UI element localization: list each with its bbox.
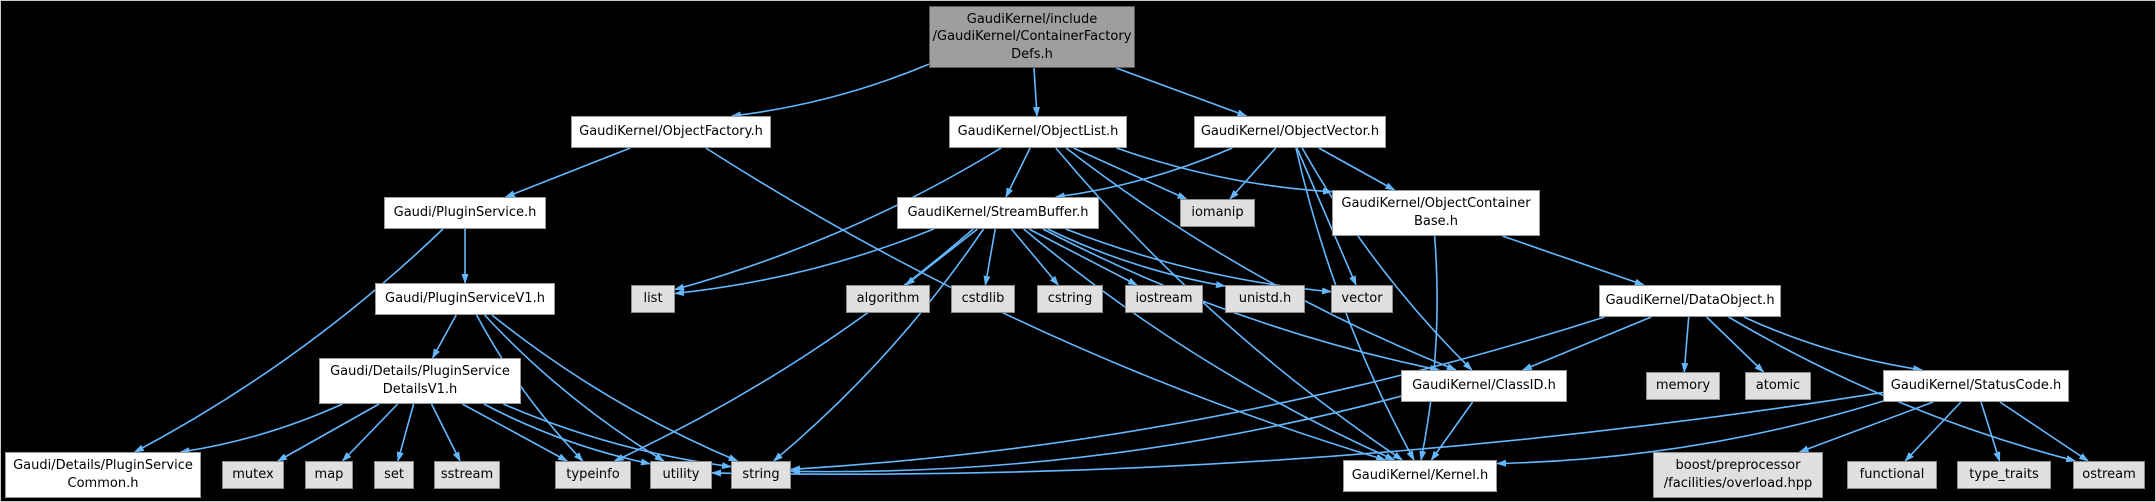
edge-plugin-service-v1-to-string — [491, 314, 739, 462]
edge-status-code-to-kernel — [1496, 400, 1884, 467]
edge-details-v1-to-typeinfo — [461, 403, 569, 462]
edge-details-v1-to-mutex — [277, 403, 380, 462]
edge-details-v1-to-common-h — [179, 403, 343, 455]
edge-data-object-to-memory — [1681, 316, 1690, 373]
edge-object-factory-to-plugin-service — [504, 147, 631, 198]
node-cstdlib: cstdlib — [951, 285, 1015, 313]
edge-data-object-to-status-code — [1743, 316, 1924, 373]
node-common-h[interactable]: Gaudi/Details/PluginService Common.h — [5, 452, 201, 498]
edge-plugin-service-to-common-h — [133, 228, 444, 453]
node-iomanip: iomanip — [1180, 199, 1255, 227]
edge-object-list-to-object-container-base — [1116, 147, 1333, 195]
edge-object-list-to-list — [674, 147, 1002, 291]
edge-object-list-to-iomanip — [1073, 147, 1188, 200]
node-utility: utility — [650, 461, 712, 489]
edge-stream-buffer-to-unistd-h — [1047, 228, 1226, 289]
edge-stream-buffer-to-typeinfo — [613, 228, 974, 462]
node-object-vector[interactable]: GaudiKernel/ObjectVector.h — [1194, 116, 1386, 148]
node-stream-buffer[interactable]: GaudiKernel/StreamBuffer.h — [897, 197, 1099, 229]
node-memory: memory — [1646, 372, 1720, 400]
edge-object-list-to-kernel — [1055, 147, 1404, 461]
edge-class-id-to-string — [790, 395, 1402, 475]
node-details-v1[interactable]: Gaudi/Details/PluginService DetailsV1.h — [319, 358, 521, 404]
edge-object-vector-to-stream-buffer — [1054, 147, 1233, 200]
edge-object-vector-to-object-container-base — [1318, 147, 1396, 191]
edge-object-vector-to-vector — [1296, 147, 1357, 286]
node-iostream: iostream — [1125, 285, 1203, 313]
node-class-id[interactable]: GaudiKernel/ClassID.h — [1401, 370, 1567, 402]
edge-stream-buffer-to-string — [772, 228, 985, 462]
edge-object-factory-to-kernel — [705, 147, 1387, 461]
edge-status-code-to-type-traits — [1980, 401, 2001, 462]
edge-details-v1-to-utility — [483, 403, 651, 466]
node-kernel[interactable]: GaudiKernel/Kernel.h — [1343, 460, 1497, 492]
edge-details-v1-to-set — [396, 403, 415, 462]
node-list: list — [631, 285, 675, 313]
edge-stream-buffer-to-cstring — [1010, 228, 1059, 286]
node-string: string — [731, 461, 791, 489]
node-plugin-service[interactable]: Gaudi/PluginService.h — [384, 197, 546, 229]
edge-plugin-service-v1-to-utility — [484, 314, 665, 462]
edge-root-to-object-vector — [1115, 67, 1248, 117]
node-map: map — [305, 461, 353, 489]
edge-stream-buffer-to-iostream — [1028, 228, 1138, 286]
edge-object-list-to-class-id — [1065, 147, 1457, 371]
edge-data-object-to-class-id — [1521, 316, 1652, 371]
edge-object-container-base-to-kernel — [1419, 235, 1438, 461]
edge-data-object-to-string — [790, 316, 1605, 473]
node-sstream: sstream — [434, 461, 500, 489]
edge-class-id-to-kernel — [1430, 401, 1474, 461]
node-cstring: cstring — [1037, 285, 1103, 313]
edge-stream-buffer-to-kernel — [1023, 228, 1396, 461]
node-atomic: atomic — [1745, 372, 1811, 400]
edge-root-to-object-list — [1032, 67, 1040, 117]
node-root: GaudiKernel/include /GaudiKernel/Contain… — [929, 6, 1135, 68]
node-vector: vector — [1331, 285, 1393, 313]
edge-plugin-service-v1-to-details-v1 — [431, 314, 457, 359]
edge-stream-buffer-to-class-id — [1042, 228, 1441, 372]
node-object-list[interactable]: GaudiKernel/ObjectList.h — [949, 116, 1127, 148]
edge-details-v1-to-sstream — [430, 403, 461, 462]
edge-details-v1-to-map — [341, 403, 399, 462]
node-type-traits: type_traits — [1957, 461, 2051, 489]
edge-stream-buffer-to-list — [674, 228, 935, 297]
node-plugin-service-v1[interactable]: Gaudi/PluginServiceV1.h — [375, 283, 555, 315]
node-unistd-h: unistd.h — [1225, 285, 1305, 313]
edge-object-vector-to-iomanip — [1229, 147, 1277, 200]
node-ostream: ostream — [2073, 461, 2145, 489]
edge-stream-buffer-to-cstdlib — [983, 228, 996, 286]
node-mutex: mutex — [222, 461, 284, 489]
node-data-object[interactable]: GaudiKernel/DataObject.h — [1599, 285, 1781, 317]
edge-status-code-to-functional — [1904, 401, 1962, 462]
edge-status-code-to-boost-overload — [1798, 401, 1934, 453]
edge-root-to-object-factory — [730, 63, 930, 119]
edge-status-code-to-ostream — [1999, 401, 2089, 462]
node-typeinfo: typeinfo — [555, 461, 631, 489]
node-boost-overload: boost/preprocessor /facilities/overload.… — [1653, 452, 1823, 498]
node-object-container-base[interactable]: GaudiKernel/ObjectContainer Base.h — [1332, 190, 1540, 236]
edge-object-list-to-stream-buffer — [1005, 147, 1031, 198]
edge-object-vector-to-class-id — [1301, 147, 1473, 371]
node-object-factory[interactable]: GaudiKernel/ObjectFactory.h — [571, 116, 771, 148]
node-status-code[interactable]: GaudiKernel/StatusCode.h — [1883, 370, 2069, 402]
edge-status-code-to-utility — [711, 391, 1884, 477]
edge-object-container-base-to-data-object — [1502, 235, 1645, 286]
node-algorithm: algorithm — [846, 285, 930, 313]
node-functional: functional — [1847, 461, 1937, 489]
edge-details-v1-to-string — [503, 403, 732, 470]
edge-data-object-to-atomic — [1706, 316, 1765, 373]
node-set: set — [374, 461, 414, 489]
edge-plugin-service-v1-to-typeinfo — [475, 314, 584, 462]
